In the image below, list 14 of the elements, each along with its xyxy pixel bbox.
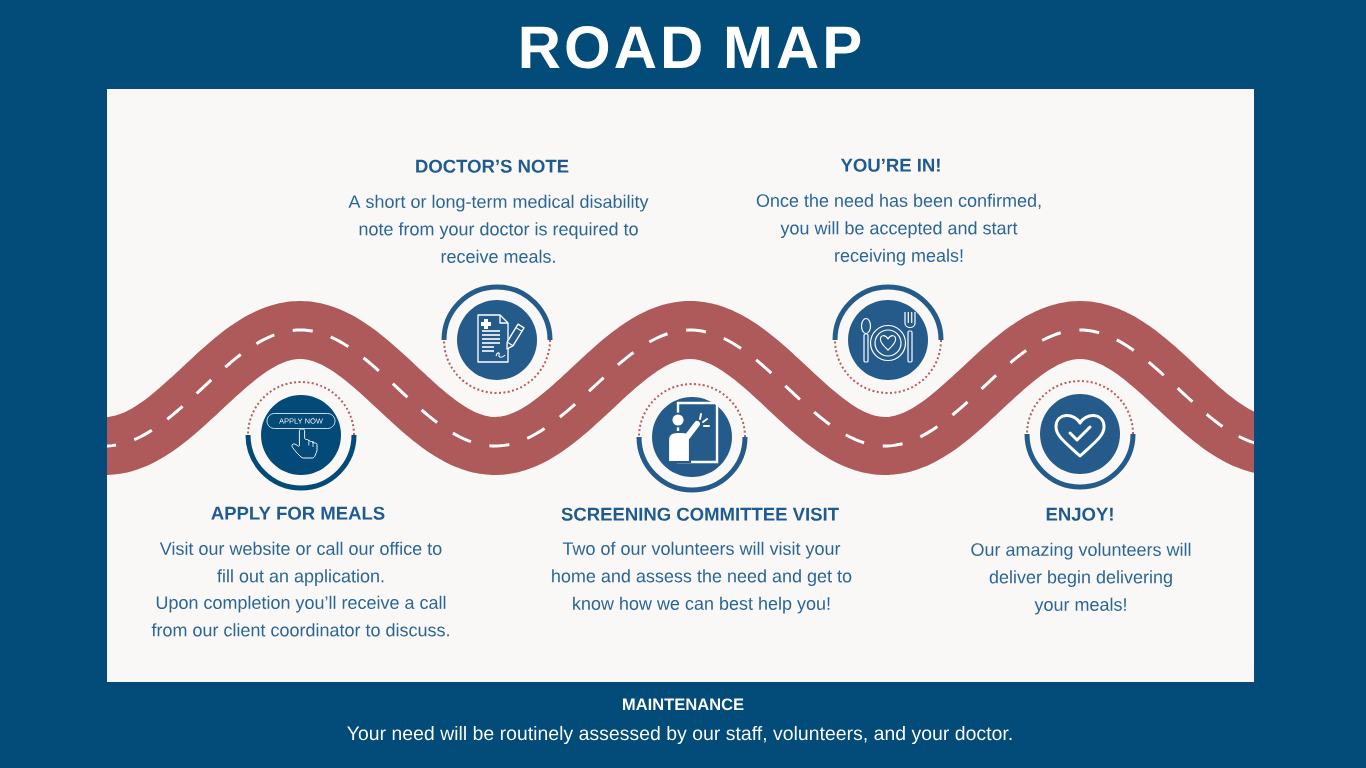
note-text: Your need will be routinely assessed by our staff, volunteers, and your doctor.	[347, 725, 1012, 745]
step-heading: SCREENING COMMITTEE VISIT	[561, 507, 839, 521]
step-description: Once the need has been confirmed, you will be accepted and start receiving meals!	[756, 193, 1041, 266]
step-heading: DOCTOR’S NOTE	[416, 159, 569, 173]
section-heading: MAINTENANCE	[623, 698, 744, 711]
step-description: Our amazing volunteers will deliver begin delivering your meals!	[971, 542, 1191, 615]
step-description: A short or long-term medical disability note from your doctor is required to receive meals.	[348, 194, 649, 263]
step-description: Visit our website or call our office to fill out an application.	[159, 541, 442, 586]
title: ROAD MAP	[521, 26, 861, 69]
step-description: Two of our volunteers will visit your home and assess the need and get to know how we can best help you!	[552, 541, 852, 614]
step-heading: APPLY FOR MEALS	[211, 506, 385, 520]
step-description: Upon completion you’ll receive a call from our client coordinator to discuss.	[151, 595, 449, 637]
step-heading: YOU’RE IN!	[840, 158, 940, 172]
step-heading: ENJOY!	[1046, 507, 1113, 521]
